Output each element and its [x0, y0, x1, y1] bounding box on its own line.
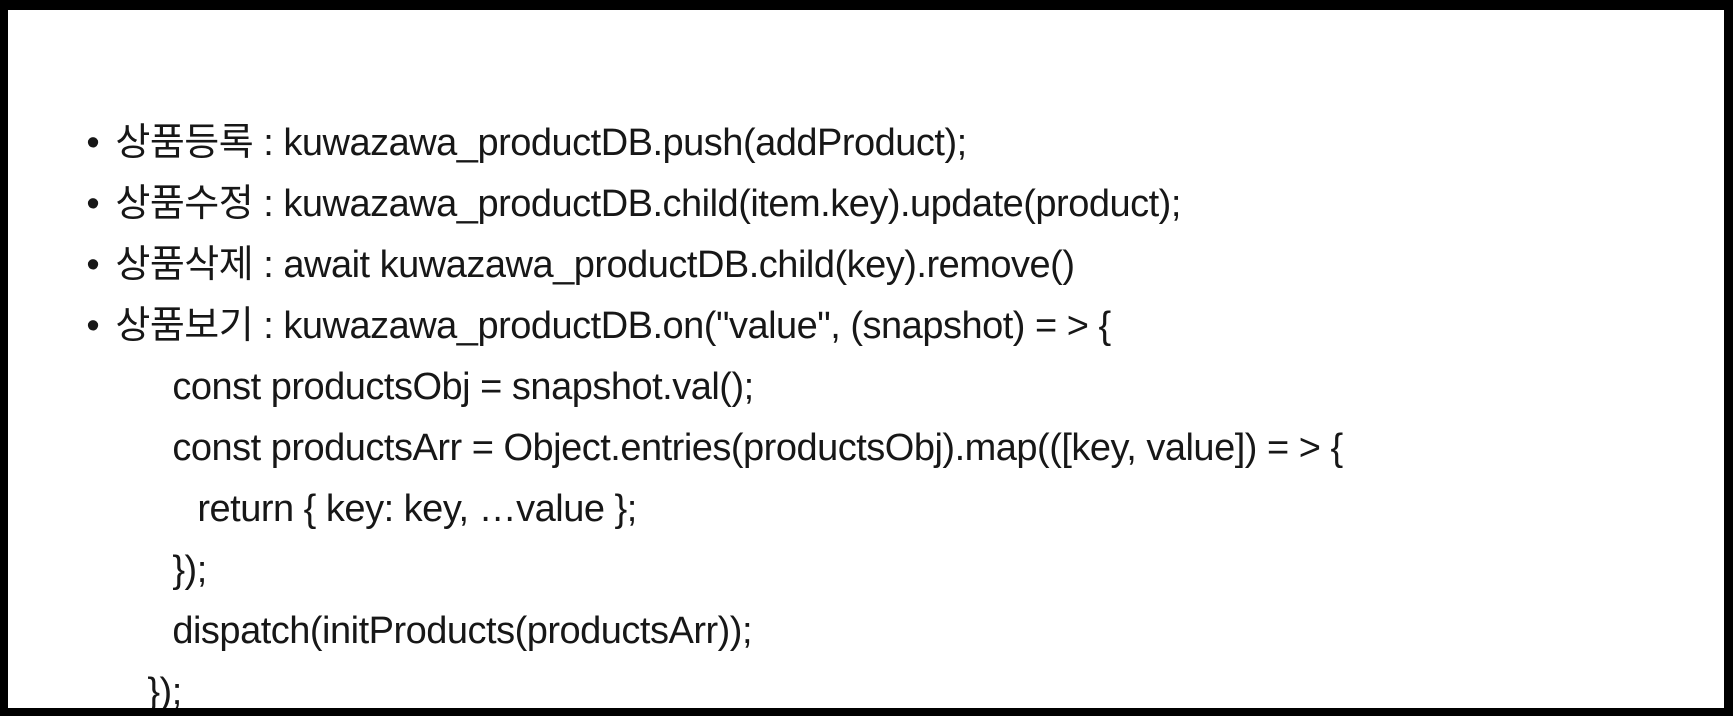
bullet-item-product-delete: • 상품삭제 : await kuwazawa_productDB.child(k…	[8, 174, 1724, 286]
label-separator: :	[253, 183, 284, 225]
bullet-item-product-update: • 상품수정 : kuwazawa_productDB.child(item.ke…	[8, 113, 1724, 225]
code-text: return { key: key, …value };	[197, 488, 637, 530]
code-line-close-callback: });	[87, 601, 1724, 708]
code-text: kuwazawa_productDB.child(item.key).updat…	[283, 183, 1181, 225]
code-text: });	[147, 671, 182, 713]
code-text: dispatch(initProducts(productsArr));	[172, 610, 753, 652]
label-separator: :	[253, 122, 284, 164]
code-line-close-map: });	[112, 479, 1724, 591]
code-text: await kuwazawa_productDB.child(key).remo…	[283, 244, 1075, 286]
bullet-icon: •	[86, 183, 100, 225]
slide-content: • 상품등록 : kuwazawa_productDB.push(addProdu…	[8, 10, 1724, 708]
code-text: const productsArr = Object.entries(produ…	[172, 427, 1343, 469]
bullet-icon: •	[86, 244, 100, 286]
label-separator: :	[253, 244, 284, 286]
bullet-label: 상품삭제	[115, 244, 254, 286]
bullet-label: 상품보기	[115, 305, 254, 347]
label-separator: :	[253, 305, 284, 347]
code-text: const productsObj = snapshot.val();	[172, 366, 754, 408]
bullet-item-product-view: • 상품보기 : kuwazawa_productDB.on("value", (…	[8, 235, 1724, 347]
code-line-return-spread: return { key: key, …value };	[137, 418, 1724, 530]
bullet-label: 상품등록	[115, 122, 254, 164]
code-text: });	[172, 549, 207, 591]
code-line-dispatch: dispatch(initProducts(productsArr));	[112, 540, 1724, 652]
code-text: kuwazawa_productDB.push(addProduct);	[283, 122, 967, 164]
bullet-item-product-register: • 상품등록 : kuwazawa_productDB.push(addProdu…	[8, 52, 1724, 164]
bullet-label: 상품수정	[115, 183, 254, 225]
bullet-icon: •	[86, 305, 100, 347]
code-line-products-arr: const productsArr = Object.entries(produ…	[112, 357, 1724, 469]
code-line-products-obj: const productsObj = snapshot.val();	[112, 296, 1724, 408]
bullet-icon: •	[86, 122, 100, 164]
code-text: kuwazawa_productDB.on("value", (snapshot…	[283, 305, 1111, 347]
